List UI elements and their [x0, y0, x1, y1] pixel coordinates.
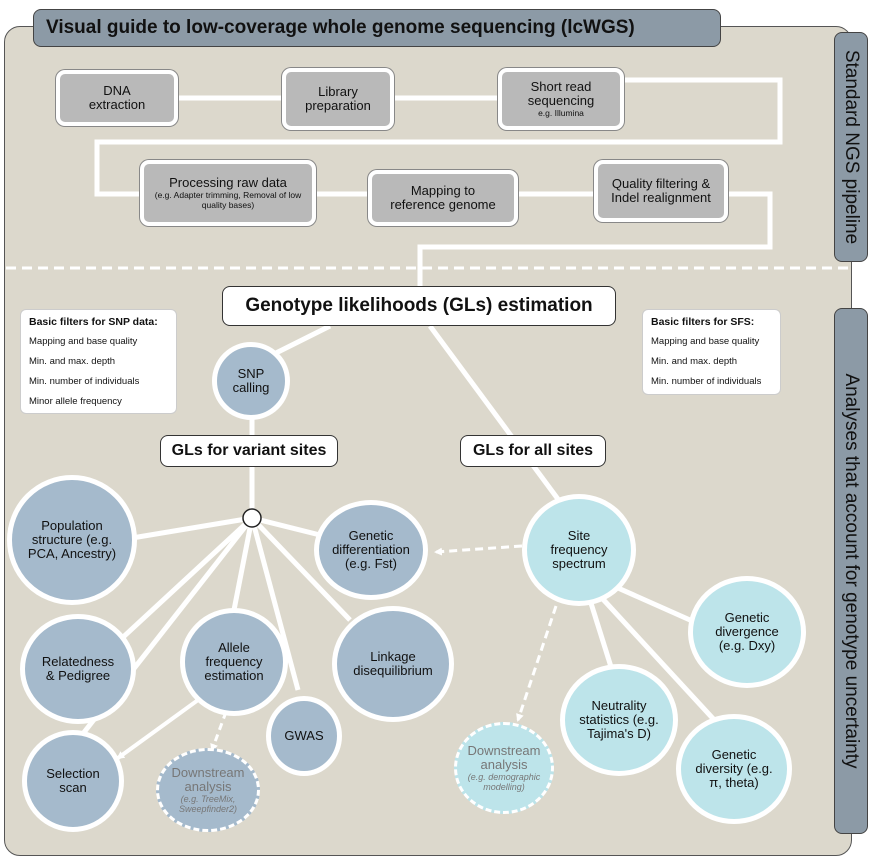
step-mapping-label: Mapping to reference genome [390, 183, 496, 212]
edge-hub-allelefreq [231, 517, 255, 611]
step-quality-label: Quality filtering & Indel realignment [611, 176, 711, 205]
gl-estimation-box: Genotype likelihoods (GLs) estimation [222, 286, 616, 326]
sfs-filters-title: Basic filters for SFS: [651, 316, 755, 328]
side-tab-analyses: Analyses that account for genotype uncer… [834, 308, 868, 834]
step-short-read-sequencing: Short read sequencing e.g. Illumina [498, 68, 624, 130]
edge-sfs-diversity [598, 594, 720, 726]
node-downstream-left: Downstream analysis (e.g. TreeMix, Sweep… [156, 748, 260, 832]
node-linkage-disequilibrium: Linkage disequilibrium [332, 606, 454, 722]
gl-estimation-label: Genotype likelihoods (GLs) estimation [245, 295, 593, 316]
node-site-frequency-spectrum: Site frequency spectrum [522, 494, 636, 606]
step-processing-sub: (e.g. Adapter trimming, Removal of low q… [154, 190, 302, 210]
gls-all-sites-label: GLs for all sites [472, 442, 594, 459]
site-frequency-label: Site frequency spectrum [550, 528, 608, 571]
side-label-pipeline: Standard NGS pipeline [841, 49, 862, 245]
downstream-left-label: Downstream analysis [171, 765, 245, 794]
step-processing-raw-data: Processing raw data (e.g. Adapter trimmi… [140, 160, 316, 226]
step-dna-label: DNA extraction [88, 83, 146, 112]
edge-gl-sfs [427, 324, 569, 512]
gls-all-sites-box: GLs for all sites [460, 435, 606, 467]
title-banner: Visual guide to low-coverage whole genom… [33, 9, 721, 47]
snp-filters-box: Basic filters for SNP data: Mapping and … [20, 309, 177, 414]
sfs-filters-box: Basic filters for SFS: Mapping and base … [642, 309, 781, 395]
edge-allelefreq-downstream [210, 711, 228, 752]
edge-hub-differentiation [251, 515, 321, 538]
node-genetic-divergence: Genetic divergence (e.g. Dxy) [688, 576, 806, 688]
edge-hub-gwas [249, 517, 301, 691]
gwas-label: GWAS [284, 728, 324, 743]
node-genetic-differentiation: Genetic differentiation (e.g. Fst) [314, 500, 428, 600]
side-tab-pipeline: Standard NGS pipeline [834, 32, 868, 262]
step-library-label: Library preparation [305, 84, 371, 113]
gls-variant-sites-label: GLs for variant sites [171, 442, 327, 459]
downstream-right-label: Downstream analysis [467, 743, 541, 772]
sfs-filter-item: Mapping and base quality [651, 336, 760, 347]
edge-sfs-neutrality [587, 599, 615, 671]
node-population-structure: Population structure (e.g. PCA, Ancestry… [7, 475, 137, 605]
side-label-analyses: Analyses that account for genotype uncer… [841, 373, 862, 769]
edge-hub-linkage [250, 516, 352, 622]
allele-frequency-label: Allele frequency estimation [204, 640, 264, 683]
edge-hub-relatedness [118, 516, 254, 642]
snp-filter-item: Min. number of individuals [29, 376, 140, 387]
genetic-differentiation-label: Genetic differentiation (e.g. Fst) [332, 528, 410, 571]
node-selection-scan: Selection scan [22, 730, 124, 832]
genetic-diversity-label: Genetic diversity (e.g. π, theta) [695, 747, 773, 790]
sfs-filter-item: Min. and max. depth [651, 356, 738, 367]
population-structure-label: Population structure (e.g. PCA, Ancestry… [27, 518, 117, 561]
step-short-read-sub: e.g. Illumina [538, 108, 584, 118]
relatedness-label: Relatedness & Pedigree [41, 654, 115, 683]
snp-calling-label: SNP calling [232, 366, 270, 395]
edge-sfs-downstream [516, 605, 558, 722]
edge-allelefreq-selection [116, 698, 200, 760]
node-gwas: GWAS [266, 696, 342, 776]
node-genetic-diversity: Genetic diversity (e.g. π, theta) [676, 714, 792, 824]
snp-filter-item: Mapping and base quality [29, 336, 138, 347]
selection-scan-label: Selection scan [46, 766, 100, 795]
node-downstream-right: Downstream analysis (e.g. demographic mo… [454, 722, 554, 814]
snp-filter-item: Min. and max. depth [29, 356, 116, 367]
linkage-label: Linkage disequilibrium [353, 649, 433, 678]
step-short-read-label: Short read sequencing [527, 79, 595, 108]
edge-sfs-differentiation [434, 544, 523, 556]
node-relatedness: Relatedness & Pedigree [20, 614, 136, 724]
step-processing-label: Processing raw data [169, 175, 287, 190]
gls-variant-sites-box: GLs for variant sites [160, 435, 338, 467]
downstream-right-sub: (e.g. demographic modelling) [467, 772, 541, 792]
step-library-preparation: Library preparation [282, 68, 394, 130]
downstream-left-sub: (e.g. TreeMix, Sweepfinder2) [178, 794, 238, 814]
genetic-divergence-label: Genetic divergence (e.g. Dxy) [715, 610, 779, 653]
step-quality-filtering: Quality filtering & Indel realignment [594, 160, 728, 222]
node-neutrality-statistics: Neutrality statistics (e.g. Tajima's D) [560, 664, 678, 776]
page-title: Visual guide to low-coverage whole genom… [46, 17, 635, 38]
snp-filter-item: Minor allele frequency [29, 396, 122, 407]
step-mapping: Mapping to reference genome [368, 170, 518, 226]
step-dna-extraction: DNA extraction [56, 70, 178, 126]
variant-hub-node [242, 508, 262, 528]
snp-filters-title: Basic filters for SNP data: [29, 316, 158, 328]
neutrality-label: Neutrality statistics (e.g. Tajima's D) [579, 698, 659, 741]
edge-hub-popstructure [131, 515, 253, 541]
snp-calling-node: SNP calling [212, 342, 290, 420]
sfs-filter-item: Min. number of individuals [651, 376, 762, 387]
node-allele-frequency: Allele frequency estimation [180, 608, 288, 716]
